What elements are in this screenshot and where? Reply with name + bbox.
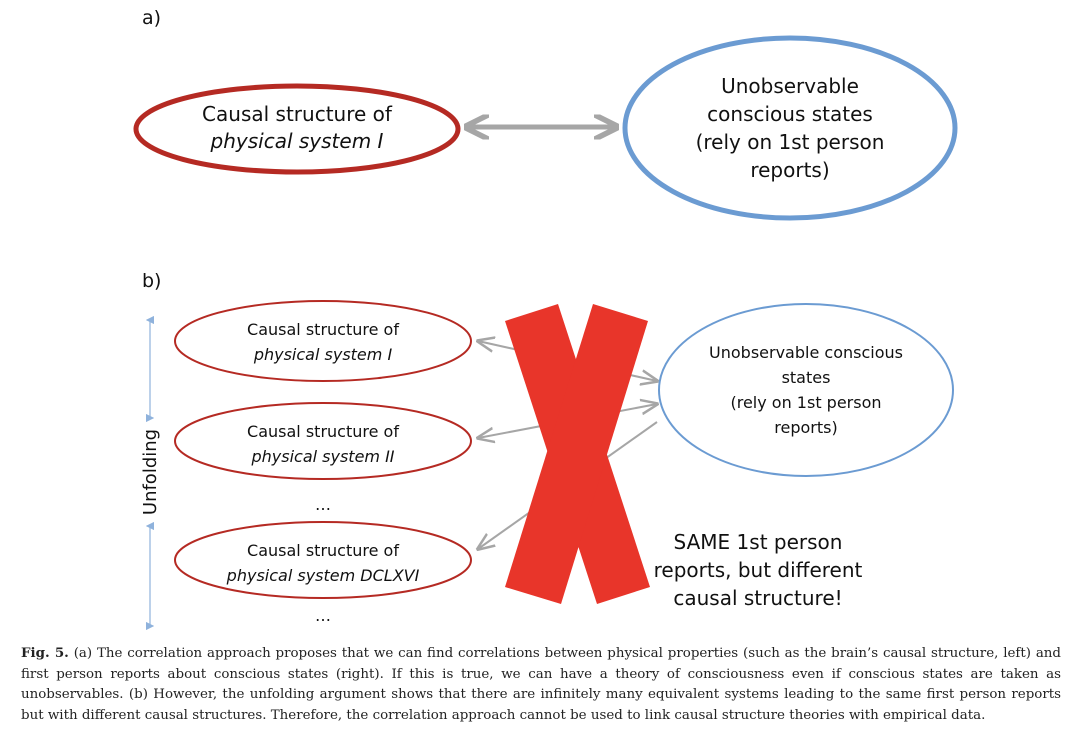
system-ellipse-2 [174,402,472,480]
caption-label: Fig. 5. [21,645,69,661]
system-1-line1: Causal structure of [247,320,399,339]
panel-a-label: a) [142,7,161,29]
red-cross-stroke-2 [505,304,648,604]
panel-b-label: b) [142,270,161,292]
panel-b-right-line2: states [782,368,831,387]
caption-text: (a) The correlation approach proposes th… [21,646,1062,723]
system-3-line2: physical system DCLXVI [226,566,420,585]
system-2-line2: physical system II [250,447,394,466]
panel-b-right-ellipse [658,303,954,477]
unfolding-axis-label: Unfolding [140,429,161,515]
figure-caption: Fig. 5. (a) The correlation approach pro… [21,643,1061,726]
system-2-line1: Causal structure of [247,422,399,441]
panel-b-right-line1: Unobservable conscious [709,343,903,362]
panel-a-right-line1: Unobservable [721,74,859,98]
panel-a-right-ellipse [622,35,958,221]
system-1-line2: physical system I [253,345,393,364]
figure-diagram: a) Causal structure of physical system I… [133,7,958,631]
panel-a-left-ellipse [133,83,461,175]
panel-a-left-line1: Causal structure of [202,102,393,126]
panel-b-right-line3: (rely on 1st person [730,393,881,412]
panel-a-left-line2: physical system I [210,129,384,153]
panel-a-right-line3: (rely on 1st person [696,130,885,154]
system-3-line1: Causal structure of [247,541,399,560]
ellipsis-2: … [315,606,331,625]
note-line2: reports, but different [654,558,863,582]
note-line1: SAME 1st person [674,530,843,554]
system-ellipse-1 [174,300,472,382]
system-ellipse-3 [174,521,472,599]
ellipsis-1: … [315,495,331,514]
panel-b-right-line4: reports) [774,418,837,437]
panel-a-right-line2: conscious states [707,102,873,126]
note-line3: causal structure! [673,586,842,610]
panel-a-right-line4: reports) [750,158,829,182]
